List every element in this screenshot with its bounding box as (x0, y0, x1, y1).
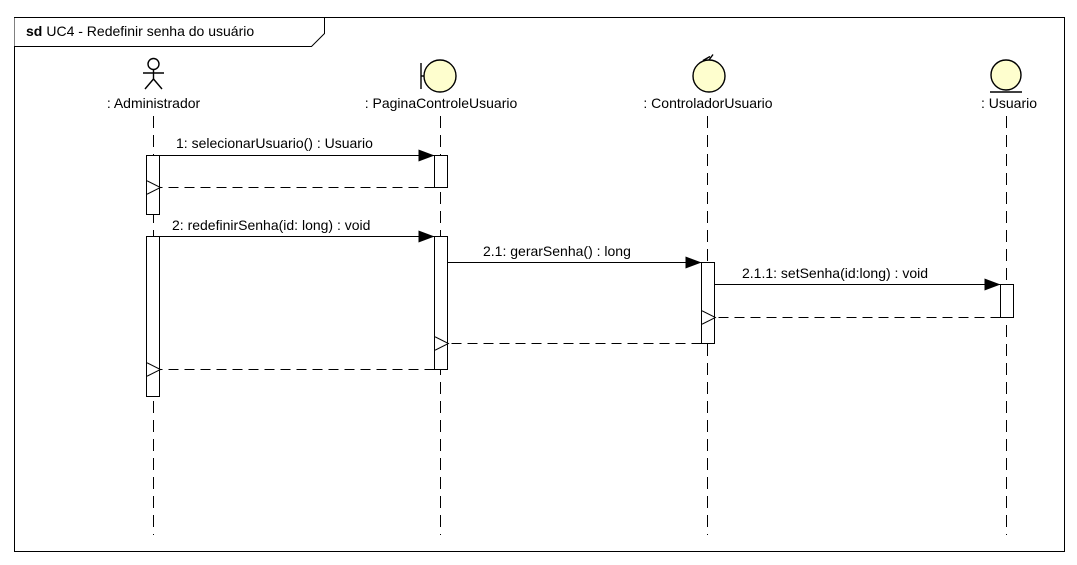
activations (146, 155, 1014, 397)
activation-usuario (1000, 284, 1014, 318)
frame-name: UC4 - Redefinir senha do usuário (46, 23, 254, 39)
actor-icon (143, 57, 164, 90)
activation-admin-1 (146, 155, 160, 215)
activation-pagina-1 (434, 155, 448, 188)
lifeline-label-controlador: : ControladorUsuario (643, 95, 772, 111)
lifeline-label-usuario: : Usuario (981, 95, 1037, 111)
frame-title-tab (14, 17, 325, 47)
boundary-icon (420, 59, 457, 93)
activation-admin-2 (146, 236, 160, 397)
message-2-1-1-label: 2.1.1: setSenha(id:long) : void (742, 265, 928, 281)
frame-keyword: sd (26, 23, 42, 39)
message-2-label: 2: redefinirSenha(id: long) : void (172, 217, 370, 233)
entity-icon (990, 59, 1022, 93)
message-2-1-label: 2.1: gerarSenha() : long (483, 243, 631, 259)
activation-pagina-2 (434, 236, 448, 370)
control-icon (692, 54, 726, 93)
activation-controlador (701, 262, 715, 344)
lifeline-label-admin: : Administrador (107, 95, 201, 111)
lifeline-label-pagina: : PaginaControleUsuario (365, 95, 518, 111)
message-1-label: 1: selecionarUsuario() : Usuario (176, 135, 373, 151)
